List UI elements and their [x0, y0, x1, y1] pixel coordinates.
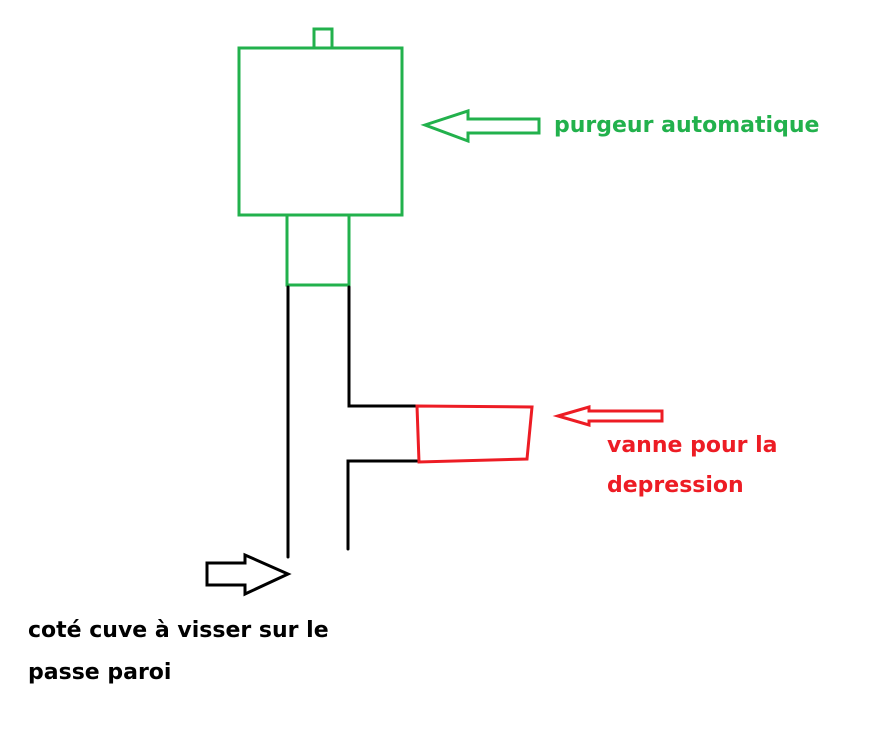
pipe-right-lower-wall: [346, 459, 419, 551]
vanne-label-line1: vanne pour la: [607, 433, 778, 458]
pipe-tee: [286, 285, 419, 559]
cote-cuve-arrow-icon: [205, 552, 292, 597]
pipe-right-upper-wall: [347, 285, 419, 408]
purgeur-arrow-icon: [420, 108, 541, 144]
cote-cuve-label-line2: passe paroi: [28, 660, 172, 685]
purgeur-connector: [285, 213, 351, 287]
vanne-label: vanne pour la depression: [607, 426, 778, 506]
purgeur-cap: [312, 27, 334, 50]
cote-cuve-label-line1: coté cuve à visser sur le: [28, 618, 329, 643]
vanne-arrow-icon: [552, 405, 664, 427]
purgeur-label: purgeur automatique: [554, 113, 820, 138]
purgeur-automatique: [237, 27, 404, 287]
vanne-body: [415, 404, 534, 464]
vanne-label-line2: depression: [607, 473, 744, 498]
cote-cuve-label: coté cuve à visser sur le passe paroi: [28, 610, 329, 694]
purgeur-body: [237, 46, 404, 217]
